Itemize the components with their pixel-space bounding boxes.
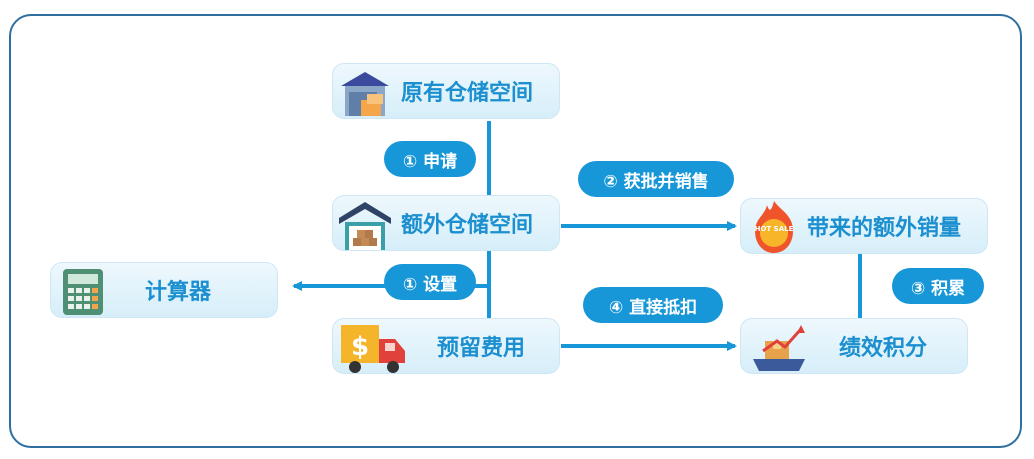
step-direct-deduct: ④ 直接抵扣 <box>583 287 723 323</box>
node-performance-score: 绩效积分 <box>740 318 968 374</box>
node-original-storage-label: 原有仓储空间 <box>401 81 534 106</box>
hot-sale-icon: HOT SALE <box>755 201 794 253</box>
node-extra-sales: HOT SALE 带来的额外销量 <box>740 198 988 254</box>
warehouse-boxes-icon <box>339 202 391 250</box>
dollar-truck-icon: $ <box>341 325 405 373</box>
step-setup: ① 设置 <box>384 264 476 300</box>
node-reserve-fee-label: 预留费用 <box>437 336 526 361</box>
warehouse-icon <box>341 72 389 116</box>
node-extra-sales-label: 带来的额外销量 <box>807 216 962 241</box>
step-approve-and-sell: ② 获批并销售 <box>578 161 734 197</box>
step-apply: ① 申请 <box>384 141 476 177</box>
node-reserve-fee: $ 预留费用 <box>332 318 560 374</box>
calculator-icon <box>63 269 103 315</box>
growth-chart-icon <box>753 325 805 371</box>
node-performance-score-label: 绩效积分 <box>839 336 928 361</box>
node-calculator: 计算器 <box>50 262 278 318</box>
node-extra-storage: 额外仓储空间 <box>332 195 560 251</box>
step-accumulate: ③ 积累 <box>892 268 984 304</box>
node-calculator-label: 计算器 <box>145 280 212 305</box>
svg-text:$: $ <box>351 332 369 362</box>
hot-sale-text: HOT SALE <box>755 225 794 233</box>
node-extra-storage-label: 额外仓储空间 <box>401 213 534 238</box>
node-original-storage: 原有仓储空间 <box>332 63 560 119</box>
